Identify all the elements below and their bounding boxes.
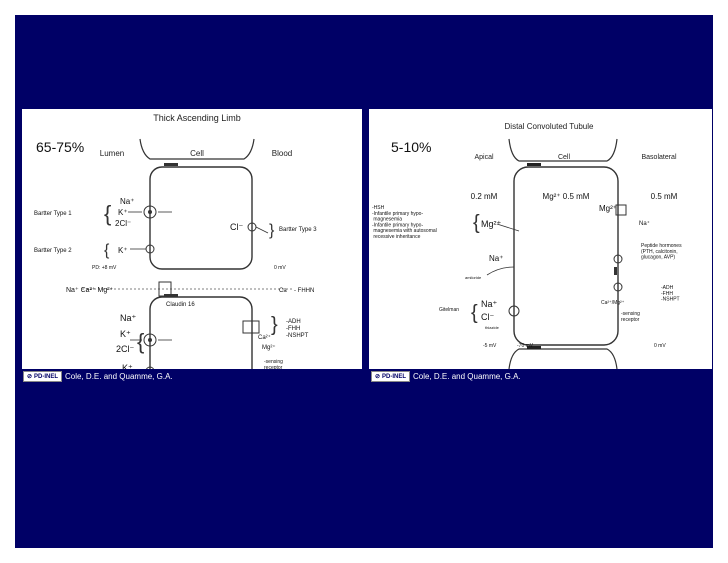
thick-ascending-limb-diagram: Thick Ascending Limb Lumen Cell Blood: [34, 113, 317, 369]
distal-convoluted-tubule-figure: Distal Convoluted Tubule Apical Cell Bas…: [369, 109, 712, 369]
dct-cell: [513, 166, 619, 346]
brace-bartter1: {: [104, 201, 111, 226]
na-basolateral: Na⁺: [639, 220, 650, 227]
label-fhhn: - FHHN: [294, 288, 314, 294]
brace-bartter2: {: [104, 242, 110, 259]
ion-na-lower: Na⁺: [120, 313, 137, 323]
ion-k-lower: K⁺: [120, 329, 131, 339]
distal-convoluted-tubule-diagram: Distal Convoluted Tubule Apical Cell Bas…: [372, 122, 682, 369]
license-icon: ⊘: [27, 374, 33, 380]
mg-exchanger: [615, 204, 627, 216]
credit-left: ⊘PD-INEL Cole, D.E. and Quamme, G.A.: [23, 371, 173, 382]
license-icon: ⊘: [375, 374, 381, 380]
mv-apical: -5 mV: [483, 343, 497, 349]
figure-title: Thick Ascending Limb: [153, 113, 241, 123]
mv-cell: -70 mV: [517, 343, 534, 349]
credit-right: ⊘PD-INEL Cole, D.E. and Quamme, G.A.: [371, 371, 521, 382]
ion-2cl-lower: 2Cl⁻: [116, 344, 135, 354]
romk-channel-lower: [145, 366, 155, 369]
ion-na: Na⁺: [120, 197, 134, 206]
brace-adh: }: [271, 314, 278, 336]
label-bartter1: Bartter Type 1: [34, 211, 72, 217]
percent-label-tal: 65-75%: [36, 139, 85, 155]
ca-mg-label: Ca²⁺/Mg²⁺: [601, 300, 625, 306]
label-thiazide: thiazide: [485, 325, 500, 330]
pd-inel-badge: ⊘PD-INEL: [371, 371, 411, 382]
percent-label-dct: 5-10%: [391, 139, 432, 155]
figure-title: Distal Convoluted Tubule: [505, 122, 594, 131]
pd-left: PD: +8 mV: [92, 265, 117, 271]
credit-text: Cole, D.E. and Quamme, G.A.: [65, 372, 173, 381]
pd-inel-badge: ⊘PD-INEL: [23, 371, 63, 382]
upper-cell: [149, 166, 253, 270]
mg-basolateral: Mg²⁺: [599, 204, 617, 213]
tight-junction: [527, 163, 541, 166]
na-apical: Na⁺: [489, 254, 503, 263]
credit-text: Cole, D.E. and Quamme, G.A.: [413, 372, 521, 381]
header-cell: Cell: [558, 154, 571, 161]
label-gitelman: Gitelman: [439, 307, 459, 313]
label-bartter2: Bartter Type 2: [34, 248, 72, 254]
lower-cell: [149, 296, 253, 369]
upper-cell-cap: [139, 138, 255, 160]
slide-background: Thick Ascending Limb Lumen Cell Blood: [15, 15, 713, 548]
label-amiloride: amiloride: [465, 275, 482, 280]
ion-k-romk: K⁺: [118, 246, 128, 255]
ion-k-lower-romk: K⁺: [122, 363, 133, 369]
header-basolateral: Basolateral: [641, 154, 676, 161]
paracellular-ions: Na⁺ Ca²⁺ Mg²⁺: [66, 287, 114, 294]
brace-bartter3: }: [269, 222, 275, 239]
ion-k: K⁺: [118, 208, 128, 217]
header-lumen: Lumen: [100, 149, 124, 158]
nkcc2-transporter: [143, 205, 157, 219]
pd-right: 0 mV: [274, 265, 286, 271]
ion-2cl: 2Cl⁻: [115, 219, 131, 228]
brace-mg: {: [473, 212, 480, 234]
na-ncc: Na⁺: [481, 299, 498, 309]
label-adh-list: -ADH-FHH-NSHPT: [661, 285, 680, 303]
brace-ncc: {: [471, 302, 478, 324]
mg-apical: Mg²⁺: [481, 219, 501, 229]
ion-cl: Cl⁻: [230, 222, 243, 232]
signal-arrow: [614, 267, 617, 275]
label-claudin16: Claudin 16: [166, 302, 195, 308]
cl-ncc: Cl⁻: [481, 312, 494, 322]
brace-lower: {: [137, 329, 144, 354]
ncc-transporter: [508, 305, 520, 317]
tight-junction-lower: [527, 346, 541, 349]
claudin-channel: [158, 281, 172, 297]
ca-sensing-receptor: [613, 282, 623, 292]
nkcc2-transporter-lower: [143, 333, 157, 347]
conc-apical: 0.2 mM: [471, 192, 498, 201]
hormone-receptor: [613, 254, 623, 264]
label-adh-list: -ADH-FHH-NSHPT: [286, 319, 309, 339]
paracellular-ca: Ca: [279, 288, 287, 294]
header-blood: Blood: [272, 149, 292, 158]
conc-cell: Mg²⁺ 0.5 mM: [543, 192, 590, 201]
disease-list: -HSH-Infantile primary hypo- magnesemia-…: [372, 205, 437, 240]
peptide-hormones-label: Peptide hormones(PTH, calcitonin,glucago…: [641, 243, 682, 261]
tight-junction: [164, 163, 178, 166]
upper-cell-cap: [508, 138, 618, 162]
mg-receptor-label: Mg²⁺: [262, 344, 276, 351]
mv-basolateral: 0 mV: [654, 343, 666, 349]
header-apical: Apical: [474, 154, 494, 161]
ca-receptor-label: Ca²⁺: [258, 334, 271, 341]
label-bartter3: Bartter Type 3: [279, 227, 317, 233]
ca-sensing-receptor: [242, 320, 260, 334]
lower-cell-cap: [508, 348, 618, 369]
thick-ascending-limb-figure: Thick Ascending Limb Lumen Cell Blood: [22, 109, 362, 369]
conc-basolateral: 0.5 mM: [651, 192, 678, 201]
header-cell: Cell: [190, 149, 204, 158]
